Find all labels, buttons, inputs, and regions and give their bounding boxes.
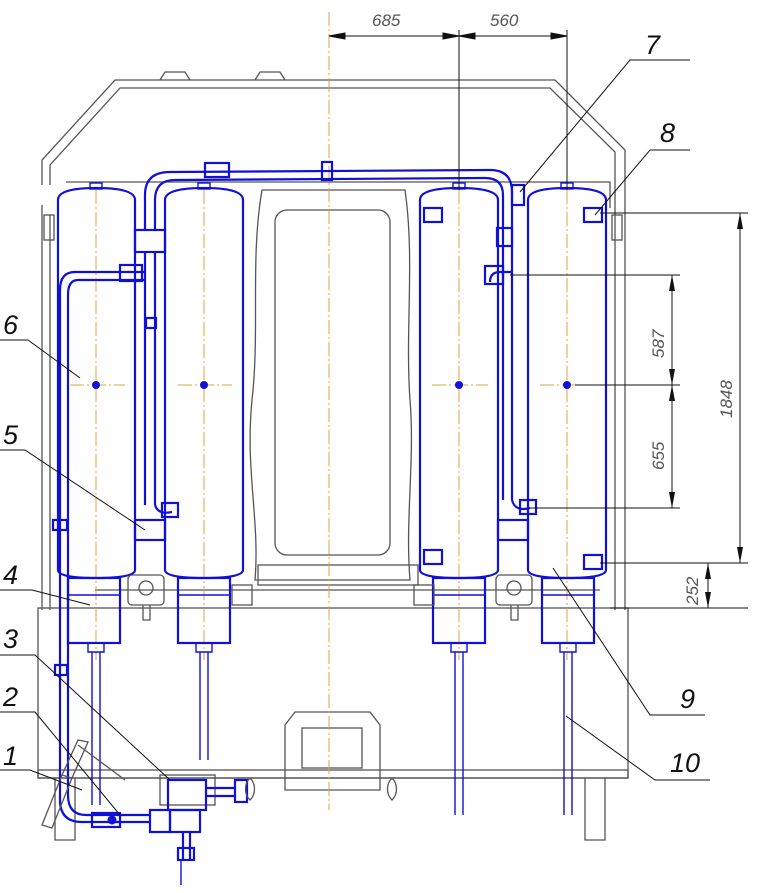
callout-10: 10 [670,748,700,778]
dim-685: 685 [372,11,401,30]
vessel-2 [163,182,245,653]
dim-655: 655 [649,441,668,470]
dim-1848: 1848 [717,380,736,418]
vessel-4 [526,182,608,653]
callout-5: 5 [3,420,19,450]
vessel-1 [56,182,137,653]
pipework [51,160,573,885]
callout-4: 4 [3,560,18,590]
vessel-3 [418,182,500,653]
callout-9: 9 [680,684,695,714]
dimension-lines [328,30,748,609]
callout-labels: 1 2 3 4 5 6 7 8 9 10 [2,30,700,778]
callout-8: 8 [660,118,675,148]
housing-frame [37,71,629,841]
dimension-texts: 685 560 587 655 1848 252 [372,11,736,606]
dim-252: 252 [683,576,702,606]
dim-560: 560 [490,11,519,30]
callout-leaders [0,59,710,816]
callout-6: 6 [3,310,19,340]
valves [41,574,533,829]
callout-1: 1 [3,741,18,771]
dim-587: 587 [649,329,668,358]
callout-3: 3 [3,624,18,654]
callout-2: 2 [2,682,18,712]
centerlines [70,12,595,810]
callout-7: 7 [645,30,661,60]
